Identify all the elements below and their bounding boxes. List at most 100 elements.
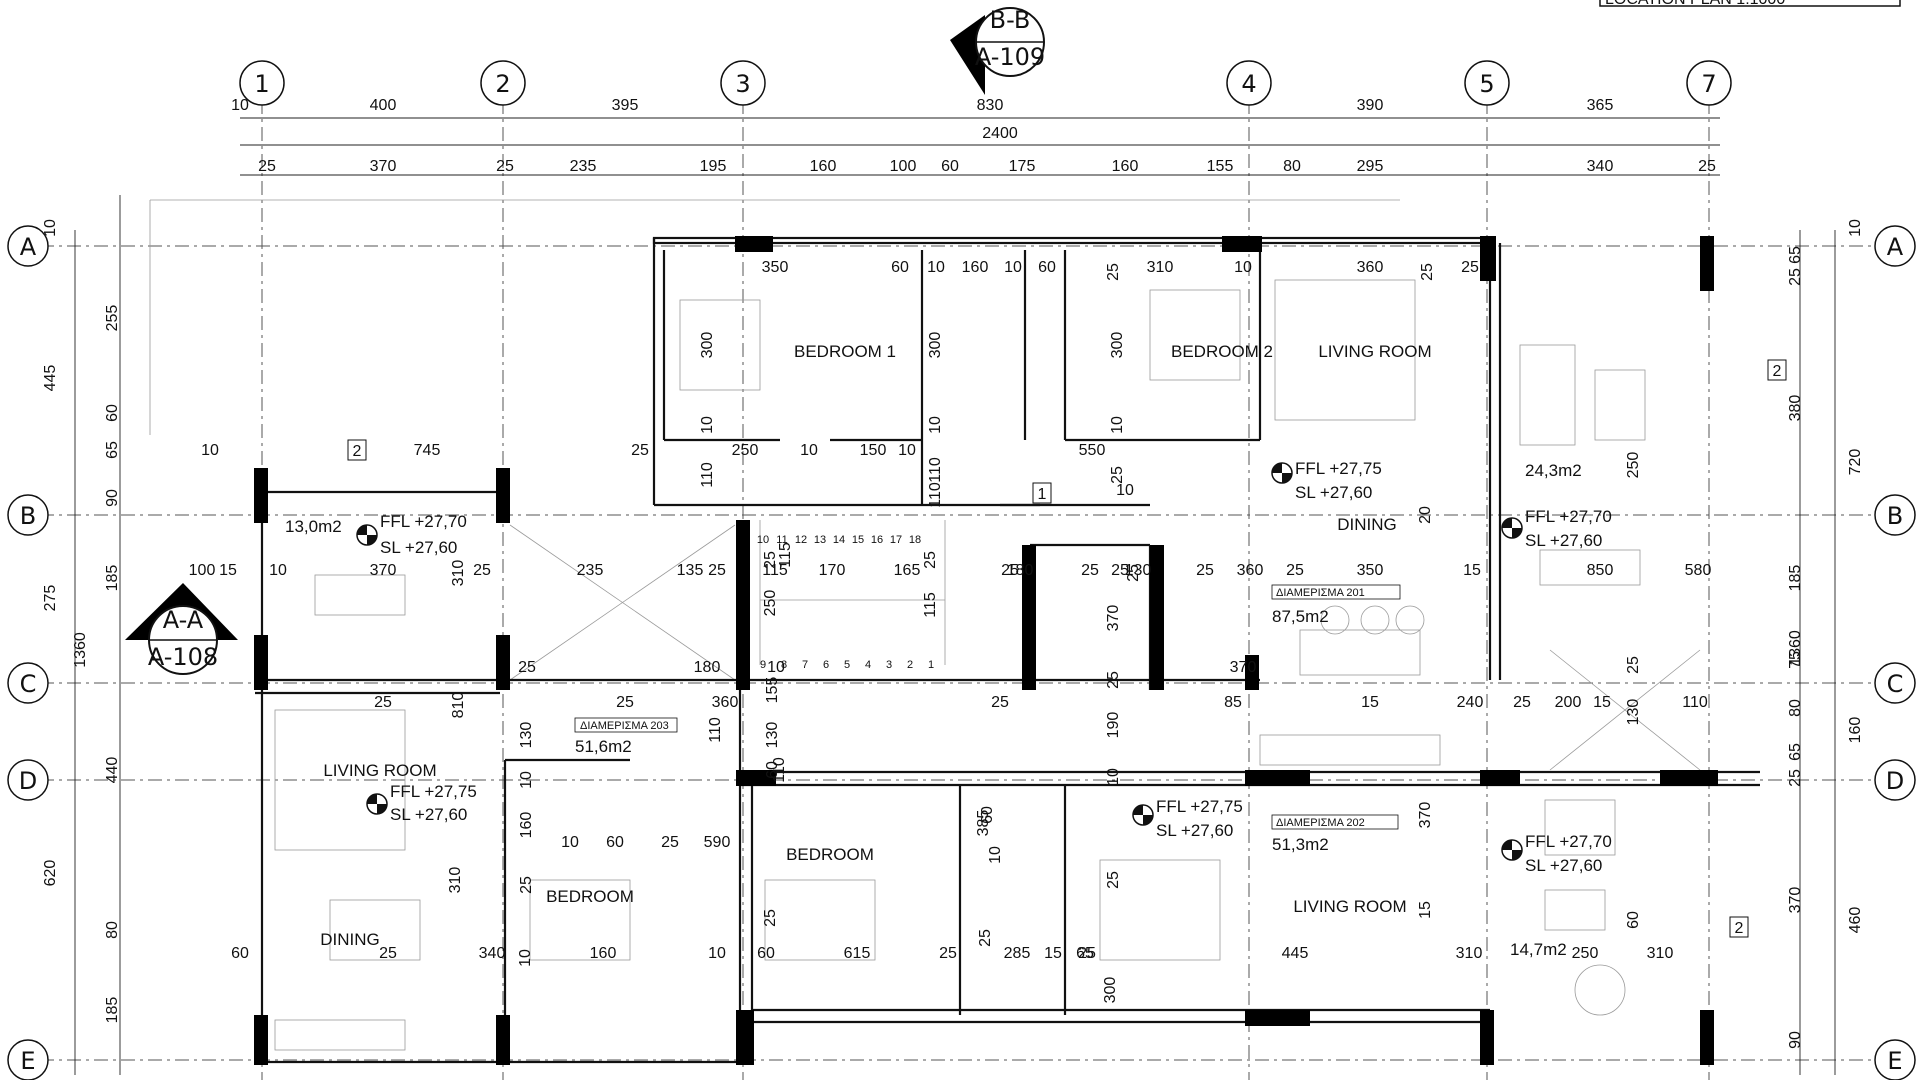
right-dimension: 370 xyxy=(1787,887,1804,914)
level-203-sl: SL +27,60 xyxy=(390,805,467,824)
interior-dimension: 10 xyxy=(708,945,726,962)
top-dimension-row2: 160 xyxy=(810,158,837,175)
left-dimension: 620 xyxy=(42,860,59,887)
interior-dimension: 115 xyxy=(762,562,788,579)
left-dimension: 1360 xyxy=(72,632,89,668)
interior-dimension: 60 xyxy=(979,806,996,824)
interior-dimension: 15 xyxy=(1463,562,1481,579)
interior-dimension: 200 xyxy=(1555,694,1582,711)
interior-dimension: 25 xyxy=(374,694,392,711)
interior-dimension: 810 xyxy=(450,692,467,719)
right-dimension: 460 xyxy=(1847,907,1864,934)
grid-label-y: A xyxy=(1887,233,1904,261)
interior-dimension: 10 xyxy=(1105,768,1122,786)
stair-step-number: 11 xyxy=(776,534,787,546)
balcony-2-sl: SL +27,60 xyxy=(1525,531,1602,550)
room-label-living203: LIVING ROOM xyxy=(323,761,436,780)
top-dimension-row2: 60 xyxy=(941,158,959,175)
grid-bubble-y xyxy=(7,1039,49,1080)
interior-dimension: 10 xyxy=(987,846,1004,864)
interior-dimension: 350 xyxy=(1357,562,1384,579)
grid-label-x: 1 xyxy=(254,70,269,98)
interior-dimension: 25 xyxy=(1001,562,1019,579)
grid-bubble-y xyxy=(1874,1039,1916,1080)
interior-dimension: 615 xyxy=(844,945,871,962)
section-bb-top: B-B xyxy=(990,6,1031,34)
location-plan-label: LOCATION PLAN 1:1000 xyxy=(1599,0,1901,8)
interior-dimension: 25 xyxy=(1461,259,1479,276)
interior-dimension: 60 xyxy=(891,259,909,276)
interior-dimension: 360 xyxy=(1237,562,1264,579)
balcony-3-ffl: FFL +27,70 xyxy=(1525,832,1612,851)
grid-label-y: B xyxy=(20,502,36,530)
interior-dimension: 60 xyxy=(231,945,249,962)
grid-bubble-y xyxy=(1874,225,1916,267)
interior-dimension: 310 xyxy=(1647,945,1674,962)
interior-dimension: 110 xyxy=(771,757,788,783)
interior-dimension: 15 xyxy=(1044,945,1062,962)
grid-bubble-y xyxy=(7,494,49,536)
stair-step-number: 15 xyxy=(852,534,864,546)
top-dimension-row1: 10 xyxy=(231,97,249,114)
tag-1-stair: 1 xyxy=(1038,486,1047,503)
reference-tags: 2 1 2 2 xyxy=(347,359,1787,938)
top-dimension-row2: 340 xyxy=(1587,158,1614,175)
grid-bubble-x xyxy=(1226,60,1272,106)
grid-label-y: D xyxy=(19,767,37,795)
interior-dimension: 370 xyxy=(370,562,397,579)
interior-dimension: 160 xyxy=(590,945,617,962)
interior-dimension: 250 xyxy=(732,442,759,459)
balcony-3-area: 14,7m2 xyxy=(1510,940,1567,959)
grid-bubble-x xyxy=(239,60,285,106)
interior-dimension: 100 xyxy=(189,562,216,579)
left-dimension: 255 xyxy=(104,305,121,332)
interior-dimension: 300 xyxy=(1109,332,1126,359)
interior-dimension: 10 xyxy=(767,659,785,676)
interior-dimension: 385 xyxy=(975,810,992,837)
structural-columns xyxy=(254,236,1718,1065)
interior-dimension: 25 xyxy=(1286,562,1304,579)
interior-dimension: 235 xyxy=(577,562,604,579)
stair-step-number: 4 xyxy=(865,659,871,671)
right-dimension: 25 xyxy=(1787,268,1804,286)
interior-dimension: 350 xyxy=(762,259,789,276)
interior-dimension: 20 xyxy=(1417,506,1434,524)
grid-label-y: C xyxy=(20,670,37,698)
top-dimension-row1: 830 xyxy=(977,97,1004,114)
apartment-202-name: ΔΙΑΜΕΡΙΣΜΑ 202 xyxy=(1276,817,1365,829)
interior-dimension: 25 xyxy=(762,551,779,569)
interior-dimension: 190 xyxy=(1105,712,1122,739)
interior-dimension: 110 xyxy=(927,482,944,508)
interior-dimension: 110 xyxy=(927,457,944,483)
balcony-1-area: 13,0m2 xyxy=(285,517,342,536)
grid-bubble-y xyxy=(1874,494,1916,536)
interior-dimension: 10 xyxy=(201,442,219,459)
interior-dimension: 10 xyxy=(517,949,534,967)
grid-label-y: B xyxy=(1887,502,1903,530)
interior-dimension: 130 xyxy=(518,722,535,749)
room-label-dining203: DINING xyxy=(320,930,380,949)
interior-dimension: 310 xyxy=(1456,945,1483,962)
balcony-labels: 13,0m2 FFL +27,70 SL +27,60 24,3m2 FFL +… xyxy=(285,461,1612,959)
interior-dimension: 165 xyxy=(894,562,921,579)
interior-dimension: 445 xyxy=(1282,945,1309,962)
interior-dimension: 25 xyxy=(1125,564,1142,582)
right-dimension: 80 xyxy=(1787,699,1804,717)
grid-label-x: 2 xyxy=(495,70,510,98)
tag-2-right-top: 2 xyxy=(1773,363,1782,380)
stair-step-number: 13 xyxy=(814,534,826,546)
grid-label-x: 7 xyxy=(1701,70,1716,98)
grid-label-y: C xyxy=(1887,670,1904,698)
top-total-dimension: 2400 xyxy=(982,125,1018,142)
level-marker-fill-icon xyxy=(1133,805,1153,825)
interior-dimension: 25 xyxy=(991,694,1009,711)
stair-step-number: 18 xyxy=(909,534,921,546)
interior-dimension: 25 xyxy=(977,929,994,947)
right-dimension: 160 xyxy=(1847,717,1864,744)
interior-dimension: 25 xyxy=(708,562,726,579)
interior-dimension: 25 xyxy=(1513,694,1531,711)
left-dimension: 185 xyxy=(104,997,121,1024)
